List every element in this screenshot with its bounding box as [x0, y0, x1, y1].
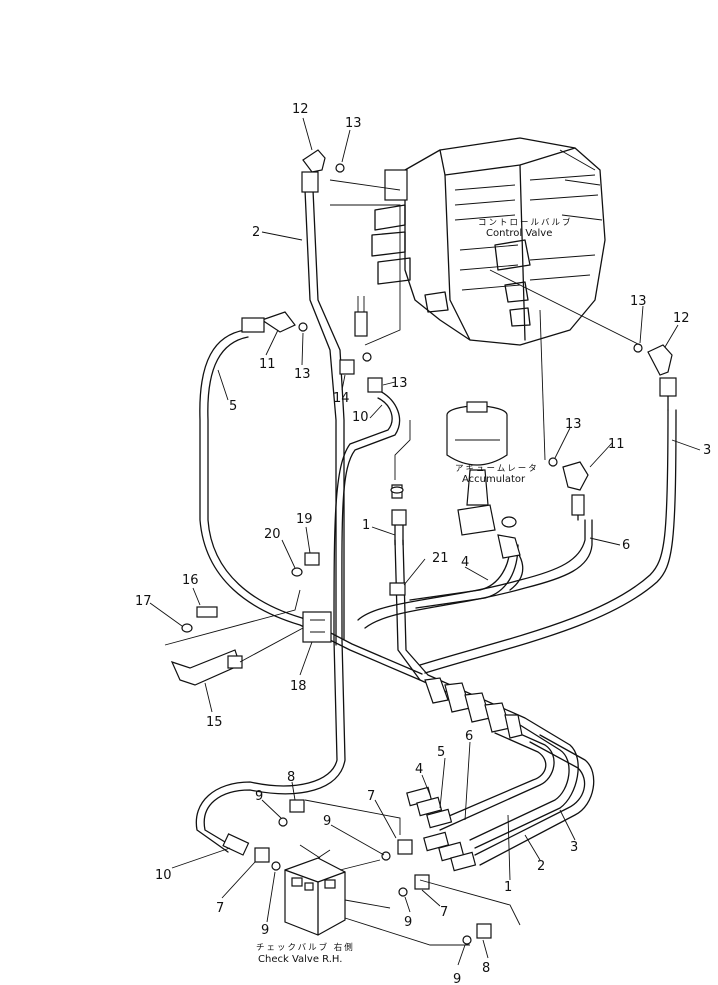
- accumulator-jp-label: アキュームレータ: [455, 464, 539, 474]
- o-ring-9e: [462, 935, 472, 945]
- callout-14: 14: [333, 391, 350, 406]
- callout-6: 6: [465, 729, 473, 744]
- elbow-11-left: [241, 311, 296, 333]
- callout-11: 11: [608, 437, 625, 452]
- callout-2: 2: [537, 859, 545, 874]
- control-valve-label: Control Valve: [486, 228, 552, 239]
- sensor-valve: [354, 296, 368, 337]
- o-ring-9c: [381, 851, 391, 861]
- callout-9: 9: [261, 923, 269, 938]
- callout-9: 9: [404, 915, 412, 930]
- callout-4: 4: [415, 762, 423, 777]
- fitting-7a: [254, 847, 270, 863]
- callout-21: 21: [432, 551, 449, 566]
- accumulator: [446, 401, 517, 536]
- o-ring-13b: [633, 343, 643, 353]
- clamp-21: [389, 582, 406, 596]
- fitting-14: [339, 359, 355, 375]
- callout-20: 20: [264, 527, 281, 542]
- callout-6: 6: [622, 538, 630, 553]
- bracket-15: [170, 649, 243, 686]
- callout-12: 12: [292, 102, 309, 117]
- callout-5: 5: [437, 745, 445, 760]
- hose-2: [304, 189, 337, 646]
- elbow-12-left: [301, 149, 326, 193]
- callout-1: 1: [362, 518, 370, 533]
- fitting-7b: [397, 839, 413, 855]
- callout-7: 7: [440, 905, 448, 920]
- hose-10: [203, 389, 401, 846]
- callout-3: 3: [703, 443, 711, 458]
- callout-13: 13: [345, 116, 362, 131]
- callout-8: 8: [482, 961, 490, 976]
- bolt-19: [304, 552, 320, 566]
- callout-15: 15: [206, 715, 223, 730]
- elbow-11-right: [562, 461, 589, 516]
- hose-5: [199, 329, 421, 681]
- callout-13: 13: [630, 294, 647, 309]
- hose-ends-bottom: [222, 786, 477, 872]
- callout-17: 17: [135, 594, 152, 609]
- check-valve-jp-label: チェックバルブ 右側: [256, 942, 355, 953]
- control-valve-jp-label: コントロールバルブ: [478, 217, 573, 228]
- o-ring-13a: [335, 163, 345, 173]
- o-ring-13e: [548, 457, 558, 467]
- callout-10: 10: [155, 868, 172, 883]
- accumulator-label: Accumulator: [462, 474, 526, 485]
- o-ring-13d: [362, 352, 372, 362]
- callout-13: 13: [565, 417, 582, 432]
- callout-5: 5: [229, 399, 237, 414]
- callout-13: 13: [391, 376, 408, 391]
- callout-18: 18: [290, 679, 307, 694]
- fitting-8a: [289, 799, 305, 813]
- callout-9: 9: [453, 972, 461, 985]
- control-valve: [371, 137, 606, 346]
- fitting-8b: [476, 923, 492, 939]
- callout-7: 7: [216, 901, 224, 916]
- o-ring-9a: [278, 817, 288, 827]
- callout-3: 3: [570, 840, 578, 855]
- callout-16: 16: [182, 573, 199, 588]
- washer-17: [181, 623, 193, 633]
- check-valve: [284, 857, 346, 936]
- fitting-7c: [414, 874, 430, 890]
- callout-10: 10: [352, 410, 369, 425]
- callout-9: 9: [323, 814, 331, 829]
- callout-2: 2: [252, 225, 260, 240]
- callout-4: 4: [461, 555, 469, 570]
- callout-19: 19: [296, 512, 313, 527]
- callout-9: 9: [255, 789, 263, 804]
- washer-20: [291, 567, 303, 577]
- o-ring-9b: [271, 861, 281, 871]
- callout-11: 11: [259, 357, 276, 372]
- o-ring-13c: [298, 322, 308, 332]
- elbow-12-right: [647, 344, 677, 397]
- callout-8: 8: [287, 770, 295, 785]
- check-valve-label: Check Valve R.H.: [258, 954, 342, 965]
- callout-12: 12: [673, 311, 690, 326]
- clamp-18: [302, 611, 332, 643]
- callout-7: 7: [367, 789, 375, 804]
- callout-13: 13: [294, 367, 311, 382]
- fitting-10-top: [367, 377, 383, 393]
- o-ring-9d: [398, 887, 408, 897]
- bolt-16: [196, 606, 218, 618]
- callout-1: 1: [504, 880, 512, 895]
